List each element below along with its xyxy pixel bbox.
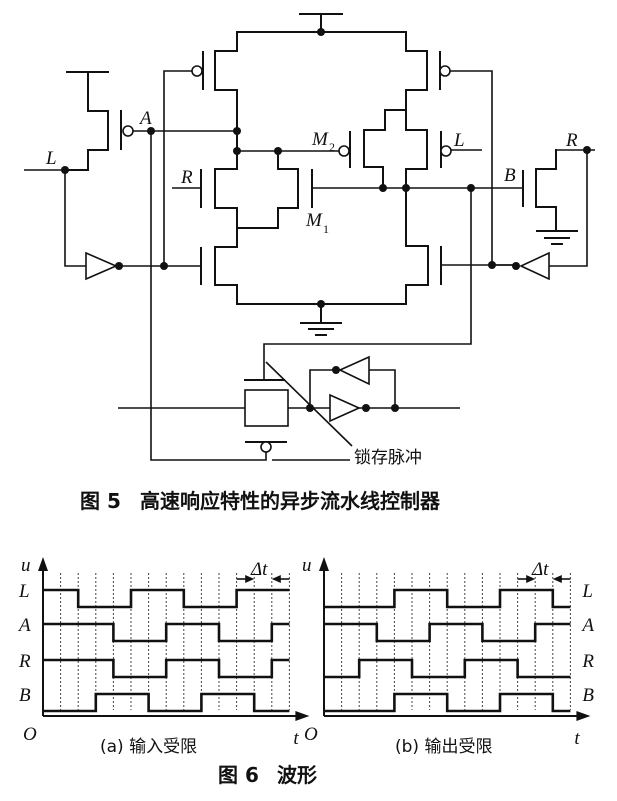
y-axis-label: u xyxy=(302,555,312,576)
signal-label-R: R xyxy=(581,651,594,672)
delta-t-label: Δt xyxy=(250,559,268,580)
x-axis-label: t xyxy=(574,728,580,749)
panel-caption: (a) 输入受限 xyxy=(100,737,197,757)
nmos-R-pulldown xyxy=(522,149,578,245)
label-R-input: R xyxy=(565,130,578,151)
signal-label-R: R xyxy=(18,651,31,672)
feedback-inverter xyxy=(338,355,370,386)
pmos-right-upper xyxy=(405,31,493,265)
pmos-M2-and-L xyxy=(338,109,482,187)
label-M1: M xyxy=(305,210,323,231)
arrowhead-icon xyxy=(245,575,255,583)
circuit-diagram: L A R M 1 xyxy=(24,13,595,468)
label-L-gate: L xyxy=(453,130,465,151)
signal-label-B: B xyxy=(19,685,31,706)
pmos-L-pullup xyxy=(66,71,134,171)
latch-pulse-pointer xyxy=(265,361,353,447)
y-axis-arrow-icon xyxy=(319,557,329,571)
label-M1-sub: 1 xyxy=(323,222,329,236)
signal-R xyxy=(324,658,571,679)
signal-label-L: L xyxy=(581,581,593,602)
buffer-right xyxy=(488,150,588,281)
nmos-left-bottom xyxy=(200,227,238,305)
label-L-input: L xyxy=(45,148,57,169)
latch xyxy=(118,355,460,461)
nmos-R-and-M1 xyxy=(172,150,313,229)
pmos-left-upper xyxy=(163,31,238,265)
arrowhead-icon xyxy=(552,575,562,583)
junction-dot xyxy=(402,184,410,192)
fig6-caption-number: 图 6 xyxy=(218,763,259,787)
signal-L xyxy=(43,588,290,609)
fig5-caption-number: 图 5 xyxy=(80,489,121,513)
signal-A xyxy=(43,622,290,643)
delta-t-label: Δt xyxy=(531,559,549,580)
y-axis-label: u xyxy=(21,555,31,576)
transmission-gate xyxy=(244,389,289,427)
signal-label-A: A xyxy=(580,615,594,636)
signal-R xyxy=(43,658,290,679)
label-A: A xyxy=(138,108,152,129)
signal-B xyxy=(324,692,571,713)
buffer-left xyxy=(64,170,201,281)
signal-A xyxy=(324,622,571,643)
ground-icon xyxy=(300,303,342,336)
arrowhead-icon xyxy=(271,575,281,583)
label-M2-sub: 2 xyxy=(329,140,335,154)
x-axis-label: t xyxy=(293,728,299,749)
panel-caption: (b) 输出受限 xyxy=(395,737,492,757)
forward-inverter xyxy=(329,393,361,423)
signal-label-L: L xyxy=(18,581,30,602)
origin-label: O xyxy=(304,724,318,745)
label-latch-pulse: 锁存脉冲 xyxy=(354,448,422,468)
origin-label: O xyxy=(23,724,37,745)
label-R-gate: R xyxy=(180,167,193,188)
arrowhead-icon xyxy=(526,575,536,583)
junction-dot xyxy=(379,184,387,192)
nmos-right-bottom xyxy=(405,185,513,305)
label-B: B xyxy=(504,165,516,186)
signal-B xyxy=(43,692,290,713)
x-axis-arrow-icon xyxy=(295,711,310,721)
fig6-caption-title: 波形 xyxy=(277,763,317,787)
signal-L xyxy=(324,588,571,609)
y-axis-arrow-icon xyxy=(38,557,48,571)
signal-label-B: B xyxy=(582,685,594,706)
node-B-to-latch-wire xyxy=(263,188,472,380)
signal-label-A: A xyxy=(17,615,31,636)
fig5-caption-title: 高速响应特性的异步流水线控制器 xyxy=(140,489,441,513)
x-axis-arrow-icon xyxy=(576,711,591,721)
label-M2: M xyxy=(311,129,329,150)
